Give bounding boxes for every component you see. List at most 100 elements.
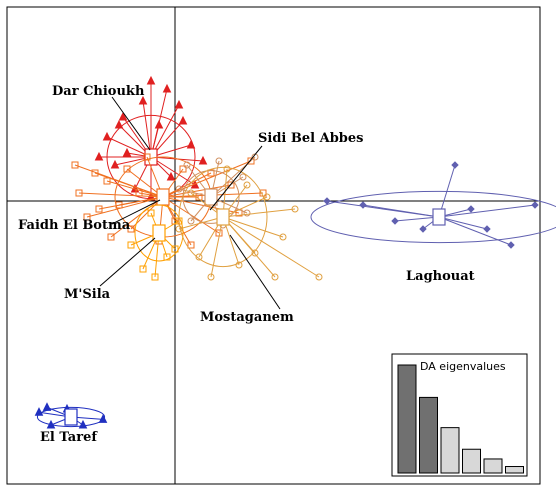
mostaganem-point xyxy=(195,253,203,261)
mostaganem-point xyxy=(175,225,183,233)
sidi-bel-abbes-point xyxy=(215,157,223,165)
dar-chioukh-spoke xyxy=(142,100,152,158)
laghouat-point xyxy=(391,217,399,225)
mostaganem-spoke xyxy=(222,216,284,238)
laghouat-spoke xyxy=(438,204,536,218)
eigenvalues-title: DA eigenvalues xyxy=(420,360,506,373)
el-taref-point xyxy=(98,414,108,423)
mostaganem-point xyxy=(243,181,251,189)
faidh-el-botma-point xyxy=(71,161,79,169)
faidh-el-botma-point xyxy=(135,189,143,197)
dar-chioukh-point xyxy=(110,159,120,169)
m-sila-point xyxy=(151,273,159,281)
dar-chioukh-point xyxy=(174,99,184,109)
mostaganem-point xyxy=(271,273,279,281)
mostaganem-point xyxy=(315,273,323,281)
m-sila-center-marker xyxy=(152,224,166,242)
m-sila-leader-line xyxy=(99,237,156,287)
eigenvalues-inset: DA eigenvalues xyxy=(391,353,528,477)
mostaganem-label: Mostaganem xyxy=(200,310,294,325)
mostaganem-point xyxy=(251,249,259,257)
mostaganem-spoke xyxy=(222,216,320,278)
dar-chioukh-point xyxy=(118,111,128,121)
sidi-bel-abbes-leader-line xyxy=(209,145,263,211)
m-sila-point xyxy=(127,241,135,249)
eigenvalue-bar xyxy=(397,364,417,474)
m-sila-ellipse xyxy=(134,204,184,262)
dar-chioukh-leader-line xyxy=(111,96,151,151)
faidh-el-botma-spoke xyxy=(162,172,212,198)
laghouat-spoke xyxy=(362,204,440,218)
faidh-el-botma-label: Faidh El Botma xyxy=(18,218,131,233)
eigenvalue-bar xyxy=(505,466,524,474)
laghouat-point xyxy=(467,205,475,213)
laghouat-ellipse xyxy=(310,190,556,244)
dar-chioukh-point xyxy=(102,131,112,141)
sidi-bel-abbes-center-marker xyxy=(204,188,218,206)
laghouat-group xyxy=(310,161,556,249)
dar-chioukh-point xyxy=(122,147,132,157)
sidi-bel-abbes-point xyxy=(175,185,183,193)
faidh-el-botma-point xyxy=(127,225,135,233)
faidh-el-botma-spoke xyxy=(106,180,164,198)
el-taref-ellipse xyxy=(36,406,106,428)
faidh-el-botma-point xyxy=(187,241,195,249)
faidh-el-botma-spoke xyxy=(162,184,232,198)
laghouat-point xyxy=(531,201,539,209)
mostaganem-center-marker xyxy=(216,208,230,226)
dar-chioukh-point xyxy=(94,151,104,161)
mostaganem-spoke xyxy=(222,208,296,218)
eigenvalue-bar xyxy=(419,396,438,474)
faidh-el-botma-point xyxy=(103,177,111,185)
el-taref-point xyxy=(46,419,56,429)
faidh-el-botma-point xyxy=(95,205,103,213)
eigenvalue-bar xyxy=(440,427,460,474)
m-sila-point xyxy=(147,209,155,217)
faidh-el-botma-point xyxy=(83,213,91,221)
sidi-bel-abbes-point xyxy=(243,209,251,217)
dar-chioukh-group xyxy=(94,75,208,201)
faidh-el-botma-point xyxy=(179,165,187,173)
faidh-el-botma-point xyxy=(107,233,115,241)
mostaganem-point xyxy=(263,193,271,201)
mostaganem-ellipse xyxy=(178,166,268,268)
laghouat-center-marker xyxy=(432,208,446,226)
faidh-el-botma-center-marker xyxy=(156,188,170,206)
mostaganem-point xyxy=(291,205,299,213)
mostaganem-point xyxy=(235,261,243,269)
dar-chioukh-point xyxy=(166,171,176,181)
faidh-el-botma-spoke xyxy=(78,192,164,198)
laghouat-point xyxy=(359,201,367,209)
m-sila-point xyxy=(171,245,179,253)
laghouat-label: Laghouat xyxy=(406,269,475,284)
m-sila-group xyxy=(127,204,184,281)
faidh-el-botma-point xyxy=(123,165,131,173)
m-sila-label: M'Sila xyxy=(64,287,111,302)
faidh-el-botma-group xyxy=(71,153,267,249)
faidh-el-botma-point xyxy=(143,153,151,161)
dar-chioukh-spoke xyxy=(150,104,180,158)
faidh-el-botma-point xyxy=(207,169,215,177)
mostaganem-point xyxy=(223,165,231,173)
mostaganem-point xyxy=(207,273,215,281)
dar-chioukh-point xyxy=(162,83,172,93)
faidh-el-botma-spoke xyxy=(110,196,164,238)
el-taref-point xyxy=(42,402,52,411)
faidh-el-botma-point xyxy=(247,157,255,165)
dar-chioukh-point xyxy=(198,155,208,165)
m-sila-point xyxy=(139,265,147,273)
laghouat-spoke xyxy=(438,164,456,218)
eigenvalue-bar xyxy=(483,458,503,474)
groups-layer xyxy=(34,75,556,429)
mostaganem-spoke xyxy=(178,216,224,230)
sidi-bel-abbes-point xyxy=(183,161,191,169)
dar-chioukh-point xyxy=(146,75,156,85)
laghouat-spoke xyxy=(394,216,440,222)
dar-chioukh-point xyxy=(114,119,124,129)
mostaganem-leader-line xyxy=(229,234,281,310)
faidh-el-botma-spoke xyxy=(86,196,164,218)
faidh-el-botma-point xyxy=(227,181,235,189)
faidh-el-botma-spoke xyxy=(98,196,164,210)
